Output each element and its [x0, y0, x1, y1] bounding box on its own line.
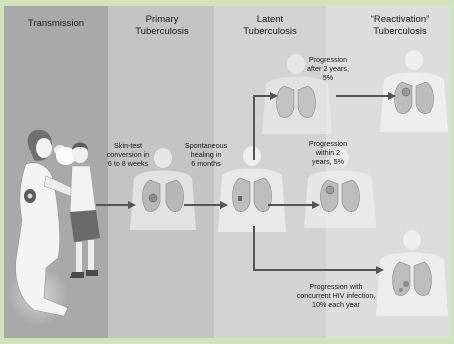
- hiv-patient-figure: [376, 230, 448, 316]
- transmission-title: Transmission: [28, 18, 84, 29]
- after-2-years-label-line3: 5%: [323, 73, 334, 82]
- reactivation-title-line2: Tuberculosis: [373, 26, 427, 37]
- after-2-years-label-line1: Progression: [309, 55, 347, 64]
- primary-title-line1: Primary: [146, 14, 179, 25]
- healing-label-line3: 6 months: [191, 159, 221, 168]
- after-2-years-patient-figure: [262, 54, 332, 134]
- primary-patient-figure: [130, 148, 196, 230]
- reactivation-title-line1: “Reactivation”: [371, 14, 430, 25]
- healing-label-line1: Spontaneous: [185, 141, 228, 150]
- primary-title-line2: Tuberculosis: [135, 26, 189, 37]
- latent-title-line1: Latent: [257, 14, 284, 25]
- latent-title-line2: Tuberculosis: [243, 26, 297, 37]
- reactivation-patient-figure-upper: [380, 50, 448, 132]
- hiv-label-line1: Progression with: [309, 282, 362, 291]
- within-2-years-label-line3: years, 5%: [312, 157, 345, 166]
- mother-child-illustration: [8, 129, 100, 325]
- after-2-years-label-line2: after 2 years,: [307, 64, 349, 73]
- hiv-label-line2: concurrent HIV infection,: [297, 291, 376, 300]
- arrow-to-after-2-years: [253, 92, 278, 160]
- latent-patient-figure: [218, 146, 286, 232]
- arrow-to-hiv: [253, 226, 384, 274]
- skin-test-label-line1: Skin-test: [114, 141, 142, 150]
- within-2-years-label-line1: Progression: [309, 139, 347, 148]
- within-2-years-label-line2: within 2: [315, 148, 340, 157]
- healing-label-line2: healing in: [191, 150, 222, 159]
- skin-test-label-line2: conversion in: [107, 150, 149, 159]
- hiv-label-line3: 10% each year: [312, 300, 361, 309]
- skin-test-label-line3: 6 to 8 weeks: [108, 159, 149, 168]
- within-2-years-patient-figure: [304, 148, 376, 228]
